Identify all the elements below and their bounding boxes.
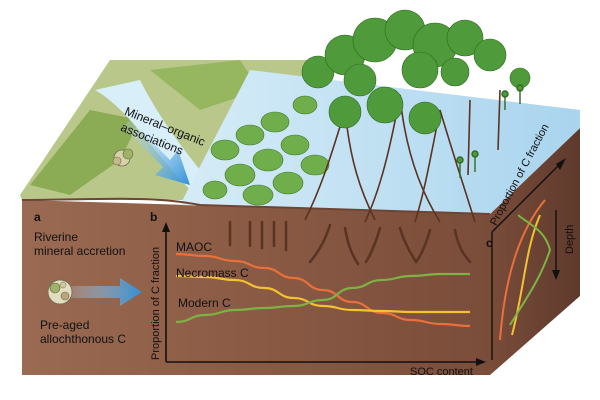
panel-b-x-axis-label: SOC content xyxy=(410,366,473,378)
land-patch-2 xyxy=(150,60,260,110)
allochthonous-c-label: allochthonous C xyxy=(40,332,127,346)
mangrove-seedlings xyxy=(456,84,524,178)
panel-c-depth-label: Depth xyxy=(564,224,576,254)
land-patch xyxy=(30,110,140,195)
panel-c-letter: c xyxy=(486,236,493,250)
modern-c-label: Modern C xyxy=(178,296,231,310)
pre-aged-label: Pre-aged xyxy=(40,318,90,332)
mangrove-canopy xyxy=(301,9,531,135)
panel-b-y-axis-label: Proportion of C fraction xyxy=(150,246,162,360)
panel-c-depth-arrowhead xyxy=(552,270,560,280)
mineral-accretion-label: mineral accretion xyxy=(34,244,126,258)
panel-c-x-axis xyxy=(491,163,561,233)
series-line-modern-c xyxy=(175,272,470,324)
panel-b-x-arrowhead xyxy=(476,358,486,366)
soil-side-face xyxy=(490,128,580,375)
surface-edge xyxy=(21,197,491,215)
panel-b-letter: b xyxy=(150,210,158,224)
panel-c-axes xyxy=(491,158,566,360)
particle-cluster-icon xyxy=(112,148,134,167)
maoc-label: MAOC xyxy=(176,240,212,254)
panel-a-letter: a xyxy=(34,210,41,224)
allochthonous-arrow xyxy=(60,278,142,306)
series-line-necromass-c xyxy=(175,274,470,314)
necromass-c-label: Necromass C xyxy=(176,266,249,280)
panel-c-profiles xyxy=(499,199,552,341)
series-line-maoc xyxy=(175,252,471,328)
panel-b-chart xyxy=(175,252,471,328)
riverine-label: Riverine xyxy=(34,230,79,244)
panel-b-y-arrowhead xyxy=(162,222,170,232)
mineral-organic-arrow xyxy=(123,120,190,185)
panel-c-modern-profile xyxy=(509,214,552,326)
panel-c-x-arrowhead xyxy=(556,158,566,170)
panel-c-maoc-profile xyxy=(499,199,546,341)
mangrove-roots xyxy=(228,220,472,266)
mineral-particle-icon xyxy=(47,279,73,305)
saltmarsh-grass xyxy=(202,95,330,206)
panel-b-axes xyxy=(162,222,486,366)
